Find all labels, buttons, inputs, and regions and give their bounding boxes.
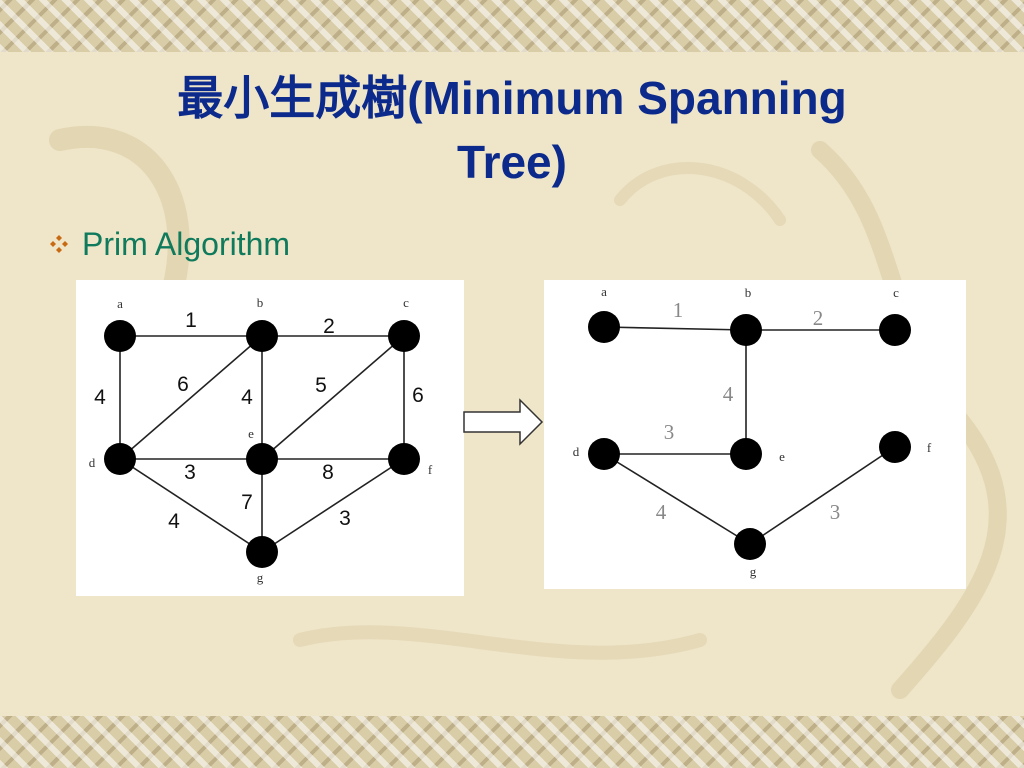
original-edge-c-e — [261, 335, 405, 460]
mst-node-label-d: d — [573, 444, 580, 459]
original-node-f — [388, 443, 420, 475]
original-node-label-b: b — [257, 295, 264, 310]
mst-node-label-g: g — [750, 564, 757, 579]
mst-edge-weights: 1 2 4 3 4 3 — [656, 298, 841, 524]
mst-node-d — [588, 438, 620, 470]
mst-edge-a-b — [603, 326, 747, 331]
original-weight-b-c: 2 — [323, 315, 335, 338]
original-node-a — [104, 320, 136, 352]
mst-node-label-c: c — [893, 285, 899, 300]
mst-graph-panel: 1 2 4 3 4 3 a b c d e f g — [544, 280, 966, 589]
original-weight-e-g: 7 — [241, 491, 253, 514]
original-node-label-g: g — [257, 570, 264, 585]
mst-edge-f-g — [749, 446, 896, 545]
title-line-1: 最小生成樹(Minimum Spanning — [177, 72, 847, 124]
mst-node-g — [734, 528, 766, 560]
right-arrow-icon — [463, 398, 544, 446]
original-node-g — [246, 536, 278, 568]
original-edge-d-g — [119, 458, 263, 553]
mst-weight-b-c: 2 — [813, 306, 824, 330]
original-weight-d-g: 4 — [168, 510, 180, 533]
mst-node-e — [730, 438, 762, 470]
mst-node-label-b: b — [745, 285, 752, 300]
mst-edges — [603, 326, 896, 545]
original-node-label-f: f — [428, 462, 433, 477]
bullet-text: Prim Algorithm — [82, 225, 291, 262]
original-weight-c-e: 5 — [315, 374, 327, 397]
mst-edge-d-g — [603, 453, 751, 545]
mst-weight-d-e: 3 — [664, 420, 675, 444]
original-edge-b-d — [119, 335, 263, 460]
mst-weight-a-b: 1 — [673, 298, 684, 322]
top-decorative-band — [0, 0, 1024, 52]
mst-node-label-f: f — [927, 440, 932, 455]
four-diamond-icon — [50, 235, 68, 253]
mst-node-b — [730, 314, 762, 346]
title-line-2: Tree) — [457, 136, 567, 188]
original-node-e — [246, 443, 278, 475]
bullet-item: Prim Algorithm — [50, 222, 290, 266]
original-weight-e-f: 8 — [322, 461, 334, 484]
slide-title: 最小生成樹(Minimum Spanning Tree) — [60, 66, 964, 194]
original-edge-f-g — [261, 458, 405, 553]
mst-nodes: a b c d e f g — [573, 284, 932, 579]
original-node-b — [246, 320, 278, 352]
original-edges — [119, 335, 405, 553]
mst-weight-d-g: 4 — [656, 500, 667, 524]
mst-node-f — [879, 431, 911, 463]
mst-node-a — [588, 311, 620, 343]
original-node-label-e: e — [248, 426, 254, 441]
original-node-c — [388, 320, 420, 352]
bottom-decorative-band — [0, 716, 1024, 768]
mst-weight-f-g: 3 — [830, 500, 841, 524]
original-weight-b-d: 6 — [177, 373, 189, 396]
original-node-label-d: d — [89, 455, 96, 470]
mst-node-c — [879, 314, 911, 346]
original-node-label-c: c — [403, 295, 409, 310]
original-node-label-a: a — [117, 296, 123, 311]
mst-node-label-e: e — [779, 449, 785, 464]
original-weight-f-g: 3 — [339, 507, 351, 530]
original-weight-a-d: 4 — [94, 386, 106, 409]
original-node-d — [104, 443, 136, 475]
mst-node-label-a: a — [601, 284, 607, 299]
original-weight-a-b: 1 — [185, 309, 197, 332]
original-nodes: a b c d e f g — [89, 295, 433, 585]
mst-weight-b-e: 4 — [723, 382, 734, 406]
original-weight-d-e: 3 — [184, 461, 196, 484]
original-weight-b-e: 4 — [241, 386, 253, 409]
original-weight-c-f: 6 — [412, 384, 424, 407]
mst-graph: 1 2 4 3 4 3 a b c d e f g — [573, 284, 932, 579]
